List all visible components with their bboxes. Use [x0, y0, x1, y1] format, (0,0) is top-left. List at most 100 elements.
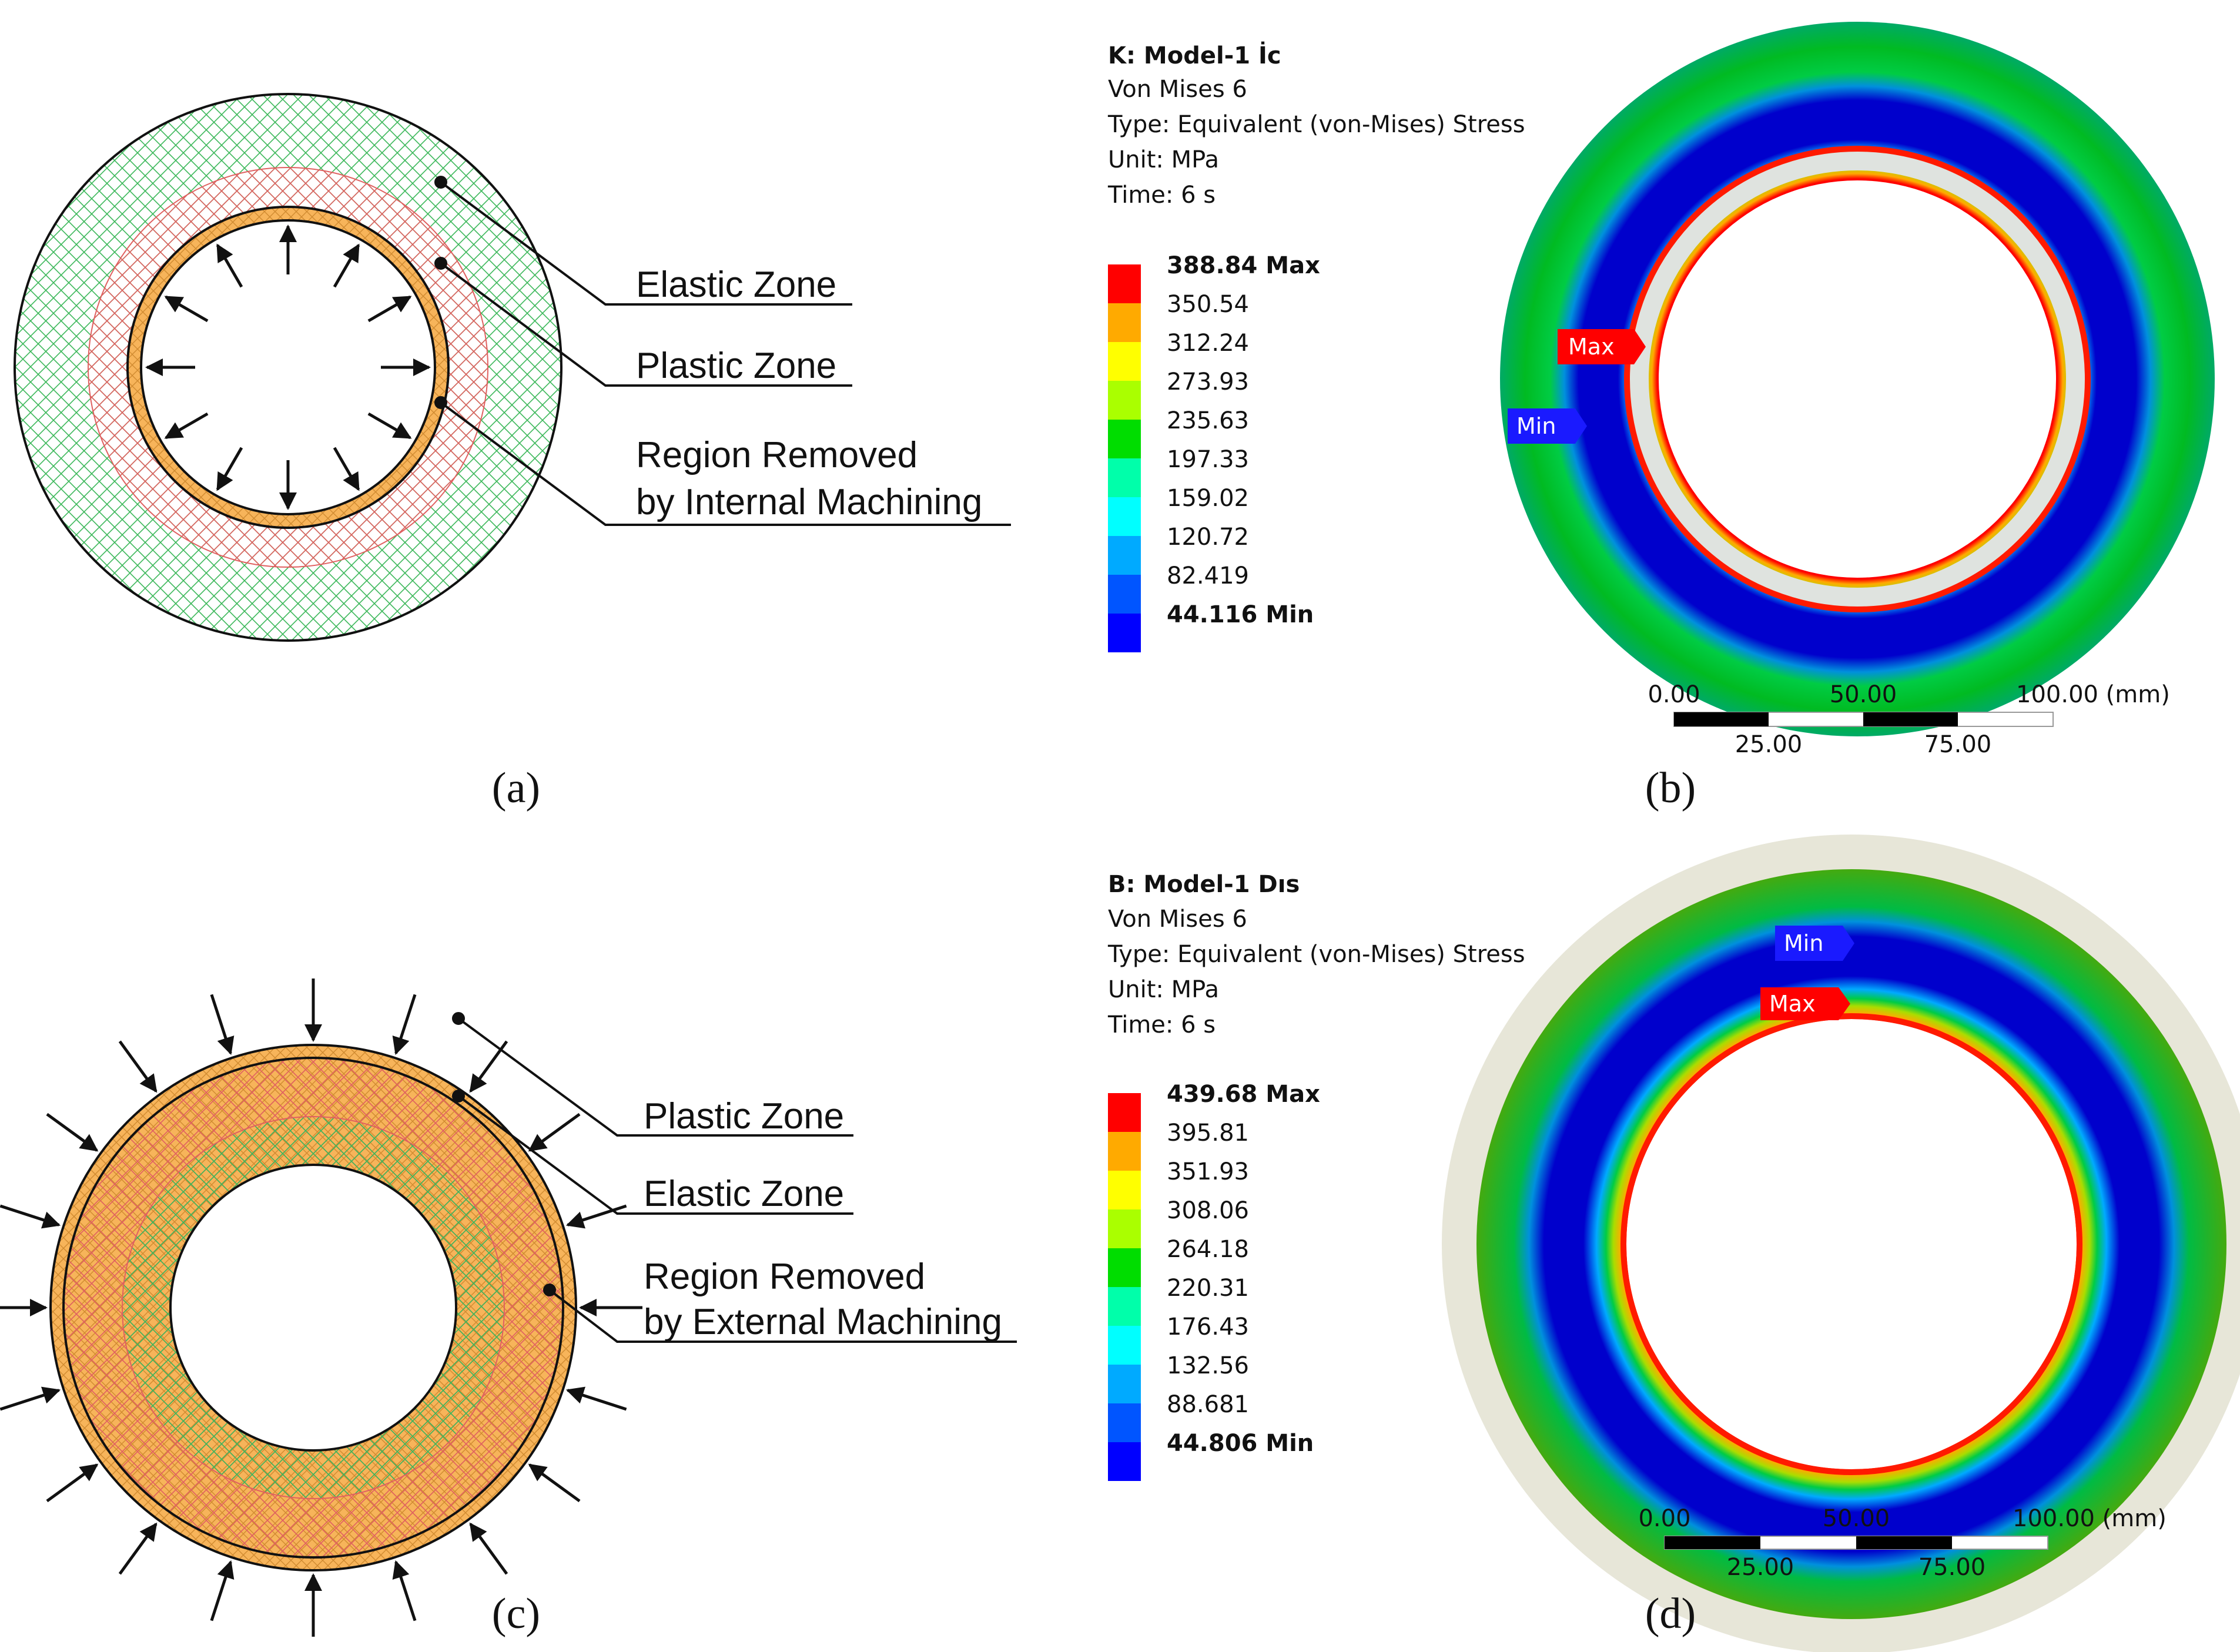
pressure-arrow [210, 994, 235, 1055]
legend-value: 308.06 [1167, 1197, 1249, 1224]
label-plastic-zone: Plastic Zone [636, 346, 836, 386]
legend-swatch [1108, 381, 1141, 420]
leader-lines [434, 176, 1011, 526]
pressure-arrow [216, 243, 243, 288]
pressure-arrow [164, 295, 209, 323]
legend-swatch [1108, 1209, 1141, 1248]
scale-d-75: 75.00 [1918, 1554, 1986, 1581]
inner-red-edge-b [1624, 146, 2091, 612]
label-region-removed-c: Region Removed [644, 1256, 925, 1297]
scale-d-25: 25.00 [1727, 1554, 1794, 1581]
legend-swatch [1108, 1132, 1141, 1171]
pressure-arrow [565, 1386, 627, 1411]
legend-value: 176.43 [1167, 1313, 1249, 1341]
pressure-arrow [528, 1112, 581, 1152]
legend-swatch [1108, 1171, 1141, 1209]
legend-swatch [1108, 303, 1141, 342]
scale-b-75: 75.00 [1924, 731, 1992, 758]
pressure-arrow [164, 412, 209, 440]
pressure-arrow [469, 1522, 508, 1575]
legend-value: 350.54 [1167, 291, 1249, 318]
bore [140, 219, 436, 515]
max-tag-b: Max [1558, 329, 1646, 364]
result-type: Type: Equivalent (von-Mises) Stress [1107, 111, 1525, 138]
pressure-arrow [118, 1522, 158, 1575]
bore-d [1626, 1019, 2077, 1469]
caption-b: (b) [1645, 764, 1696, 812]
result-time: Time: 6 s [1107, 182, 1216, 209]
min-tag-b: Min [1508, 408, 1587, 444]
legend-swatch [1108, 1248, 1141, 1287]
pressure-arrow [46, 1463, 99, 1503]
label-elastic-zone-c: Elastic Zone [644, 1174, 844, 1214]
pressure-arrow [118, 1040, 158, 1093]
legend-value: 235.63 [1167, 407, 1249, 434]
pressure-arrow [333, 243, 360, 288]
legend-value: 388.84 Max [1167, 252, 1320, 279]
max-tag-b-text: Max [1568, 334, 1615, 360]
legend-swatch [1108, 458, 1141, 497]
pressure-arrow [46, 1112, 99, 1152]
panel-c: Plastic Zone Elastic Zone Region Removed… [0, 979, 1017, 1638]
color-legend-d: 439.68 Max395.81351.93308.06264.18220.31… [1108, 1081, 1320, 1481]
label-by-external-machining: by External Machining [644, 1302, 1002, 1342]
legend-swatch [1108, 420, 1141, 458]
pressure-arrow [333, 447, 360, 491]
label-by-internal-machining: by Internal Machining [636, 482, 982, 522]
result-unit-d: Unit: MPa [1108, 976, 1219, 1003]
min-tag-d-text: Min [1784, 930, 1823, 956]
min-tag-b-text: Min [1516, 413, 1556, 439]
legend-value: 273.93 [1167, 368, 1249, 396]
legend-value: 395.81 [1167, 1120, 1249, 1147]
scale-b-0: 0.00 [1648, 681, 1700, 708]
color-legend-b: 388.84 Max350.54312.24273.93235.63197.33… [1108, 252, 1320, 652]
result-title-d: B: Model-1 Dıs [1108, 871, 1300, 898]
legend-value: 351.93 [1167, 1158, 1249, 1185]
label-plastic-zone-c: Plastic Zone [644, 1096, 844, 1137]
legend-swatch [1108, 1093, 1141, 1132]
panel-b: K: Model-1 İc Von Mises 6 Type: Equivale… [1107, 22, 2215, 812]
scale-bar-d: 0.00 50.00 100.00 (mm) 25.00 75.00 [1638, 1505, 2166, 1581]
scale-d-50: 50.00 [1823, 1505, 1890, 1532]
max-tag-d: Max [1760, 987, 1850, 1020]
legend-value: 132.56 [1167, 1352, 1249, 1379]
leader-lines-c [452, 1012, 1017, 1343]
label-region-removed: Region Removed [636, 435, 918, 475]
legend-swatch [1108, 1365, 1141, 1403]
result-title: K: Model-1 İc [1108, 41, 1281, 69]
scale-d-100: 100.00 (mm) [2013, 1505, 2167, 1532]
legend-value: 197.33 [1167, 446, 1249, 473]
bore-c [169, 1164, 457, 1452]
legend-swatch [1108, 575, 1141, 614]
inner-red-edge-d [1620, 1013, 2082, 1475]
scale-d-0: 0.00 [1638, 1505, 1690, 1532]
pressure-arrow [367, 412, 412, 440]
caption-c: (c) [492, 1590, 540, 1638]
pressure-arrow [0, 1204, 61, 1229]
legend-value: 82.419 [1167, 562, 1249, 589]
pressure-arrow [528, 1463, 581, 1503]
pressure-arrow [367, 295, 412, 323]
legend-swatch [1108, 536, 1141, 575]
scale-b-50: 50.00 [1830, 681, 1897, 708]
legend-swatch [1108, 1403, 1141, 1442]
legend-swatch [1108, 1326, 1141, 1365]
scale-b-25: 25.00 [1735, 731, 1803, 758]
legend-swatch [1108, 497, 1141, 536]
pressure-arrow [392, 1560, 417, 1621]
removed-region-b [1629, 150, 2086, 608]
result-unit: Unit: MPa [1108, 146, 1219, 173]
legend-value: 159.02 [1167, 485, 1249, 512]
result-time-d: Time: 6 s [1107, 1011, 1216, 1038]
legend-swatch [1108, 264, 1141, 303]
min-tag-d: Min [1775, 926, 1854, 961]
pressure-arrow [216, 447, 243, 491]
legend-value: 220.31 [1167, 1275, 1249, 1302]
pressure-arrow [0, 1386, 61, 1411]
external-pressure-arrows [0, 979, 642, 1637]
legend-value: 44.116 Min [1167, 601, 1314, 628]
legend-value: 120.72 [1167, 524, 1249, 551]
bore-b [1659, 180, 2056, 578]
pressure-arrow [210, 1560, 235, 1621]
